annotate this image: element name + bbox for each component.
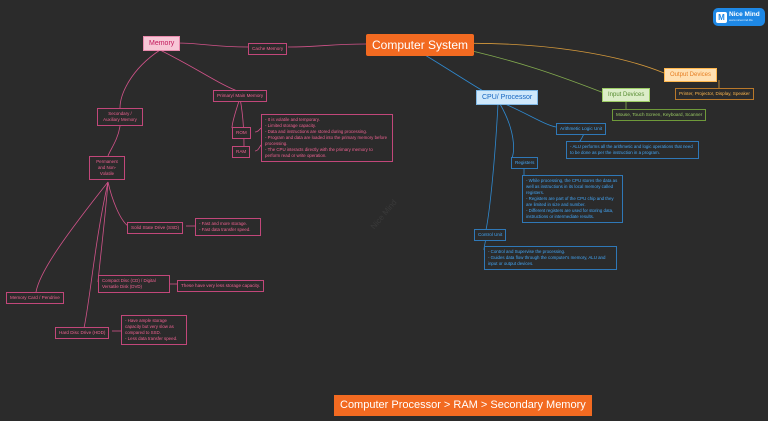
permanent-node[interactable]: Permanent and Non-Volatile: [89, 156, 125, 180]
control-note: - Control and Supervise the processing.: [488, 249, 566, 254]
control-unit-node[interactable]: Control Unit: [474, 229, 507, 242]
input-devices-items[interactable]: Mouse, Touch Screen, Keyboard, Scanner: [612, 109, 707, 122]
hdd-node[interactable]: Hard Disc Drive (HDD): [55, 327, 110, 340]
summary-banner: Computer Processor > RAM > Secondary Mem…: [334, 395, 592, 416]
ssd-note: - Fast and more storage.: [199, 221, 248, 226]
cd-note[interactable]: These have very less storage capacity.: [177, 280, 265, 293]
output-link: [439, 42, 665, 74]
registers-note: - Different registers are used for stori…: [526, 207, 614, 219]
ram-note: - The CPU interacts directly with the pr…: [265, 146, 373, 158]
control-note: - Guides data flow through the computer'…: [488, 254, 606, 266]
alu-note[interactable]: - ALU performs all the arithmetic and lo…: [566, 141, 699, 159]
alu-node[interactable]: Arithmetic Logic Unit: [556, 123, 607, 136]
cache-memory-node[interactable]: Cache Memory: [248, 43, 288, 56]
ram-note: - Program and data are loaded into the p…: [265, 134, 388, 146]
hdd-notes[interactable]: - Have ample storage capacity but very s…: [121, 315, 187, 345]
memory-card-node[interactable]: Memory Card / Pendrive: [6, 292, 64, 305]
hdd-note: - Have ample storage capacity but very s…: [125, 318, 174, 335]
registers-note: - Registers are part of the CPU chip and…: [526, 195, 614, 207]
brain-icon: M: [716, 11, 727, 23]
root-node[interactable]: Computer System: [366, 34, 475, 57]
primary-memory-node[interactable]: Primary/ Main Memory: [213, 90, 268, 103]
output-devices-items[interactable]: Printer, Projector, Display, Speaker: [675, 88, 754, 101]
cpu-node[interactable]: CPU/ Processor: [476, 90, 539, 106]
input-devices-node[interactable]: Input Devices: [602, 88, 651, 103]
memory-node[interactable]: Memory: [143, 36, 181, 52]
ram-note: - Limited storage capacity.: [265, 122, 316, 128]
ram-node[interactable]: RAM: [232, 146, 251, 159]
ram-note: - Data and instructions are stored durin…: [265, 128, 368, 134]
ssd-node[interactable]: Solid State Drive (SSD): [127, 222, 183, 235]
registers-note: - While processing, the CPU stores the d…: [526, 178, 618, 195]
secondary-memory-node[interactable]: Secondary / Auxiliary Memory: [97, 108, 143, 126]
ssd-notes[interactable]: - Fast and more storage. - Fast data tra…: [195, 218, 261, 236]
registers-node[interactable]: Registers: [511, 157, 539, 170]
cd-dvd-node[interactable]: Compact Disc (CD) / Digital Versatile Di…: [98, 275, 170, 293]
logo-name: Nice Mind: [729, 11, 760, 19]
hdd-note: - Less data transfer speed.: [125, 335, 178, 341]
rom-node[interactable]: ROM: [232, 127, 251, 140]
ram-note: - It is volatile and temporary.: [265, 117, 320, 122]
ram-notes[interactable]: - It is volatile and temporary. - Limite…: [261, 114, 393, 162]
output-devices-node[interactable]: Output Devices: [664, 68, 718, 83]
ssd-note: - Fast data transfer speed.: [199, 226, 251, 232]
logo-tagline: www.nicemind.life: [729, 17, 753, 22]
registers-notes[interactable]: - While processing, the CPU stores the d…: [522, 175, 623, 223]
nice-mind-logo: M Nice Mind www.nicemind.life: [713, 8, 765, 26]
control-unit-notes[interactable]: - Control and Supervise the processing. …: [484, 246, 617, 270]
